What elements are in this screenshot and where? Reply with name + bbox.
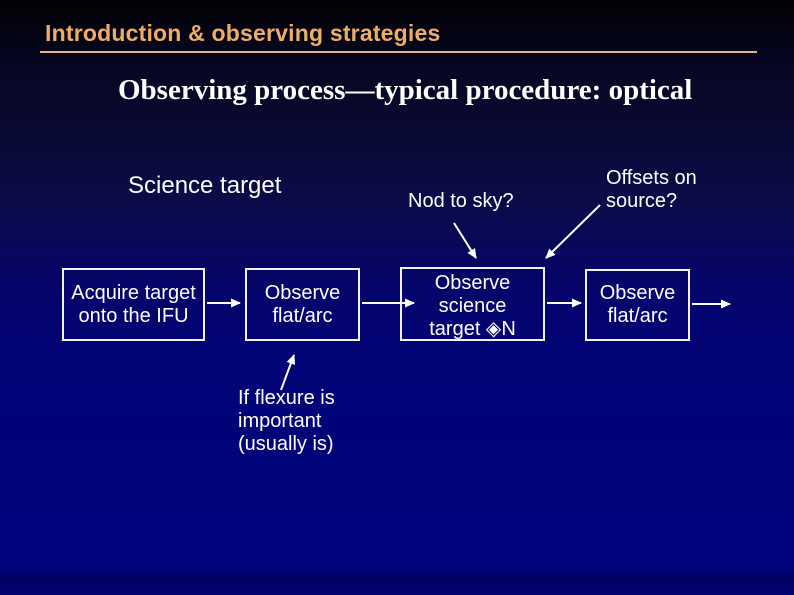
flow-box-text-line: target ◈N [429,318,516,340]
flow-box-text-line: Observe [599,282,676,304]
slide-heading: Observing process—typical procedure: opt… [118,74,693,106]
arrow-nod-to-sky-to-box3 [453,222,477,259]
label-nod-to-sky: Nod to sky? [408,190,514,212]
slide-header-title: Introduction & observing strategies [45,20,441,46]
label-offsets-on-source: Offsets on source? [606,167,697,212]
flow-box-text-line: flat/arc [272,304,333,327]
flow-box-acquire-target: Acquire target onto the IFU [62,268,205,341]
flow-box-text-line: Observe [434,272,511,294]
label-science-target: Science target [128,172,282,199]
header-underline-rule [40,51,757,53]
flow-box-text-line: Observe [264,281,341,304]
flow-box-observe-science-target: Observe science target ◈N [400,267,545,341]
arrow-offsets-to-box3 [545,204,601,259]
flow-box-text-line: flat/arc [607,305,668,327]
flow-box-observe-flat-arc-2: Observe flat/arc [585,269,690,341]
flow-box-text-line: science [438,295,507,317]
flow-box-text-line: Acquire target [71,281,196,304]
label-flexure-note: If flexure is important (usually is) [238,387,335,455]
arrow-flexure-note-to-box2 [280,354,296,391]
flow-box-observe-flat-arc-1: Observe flat/arc [245,268,360,341]
flow-box-text-line: onto the IFU [78,304,189,327]
